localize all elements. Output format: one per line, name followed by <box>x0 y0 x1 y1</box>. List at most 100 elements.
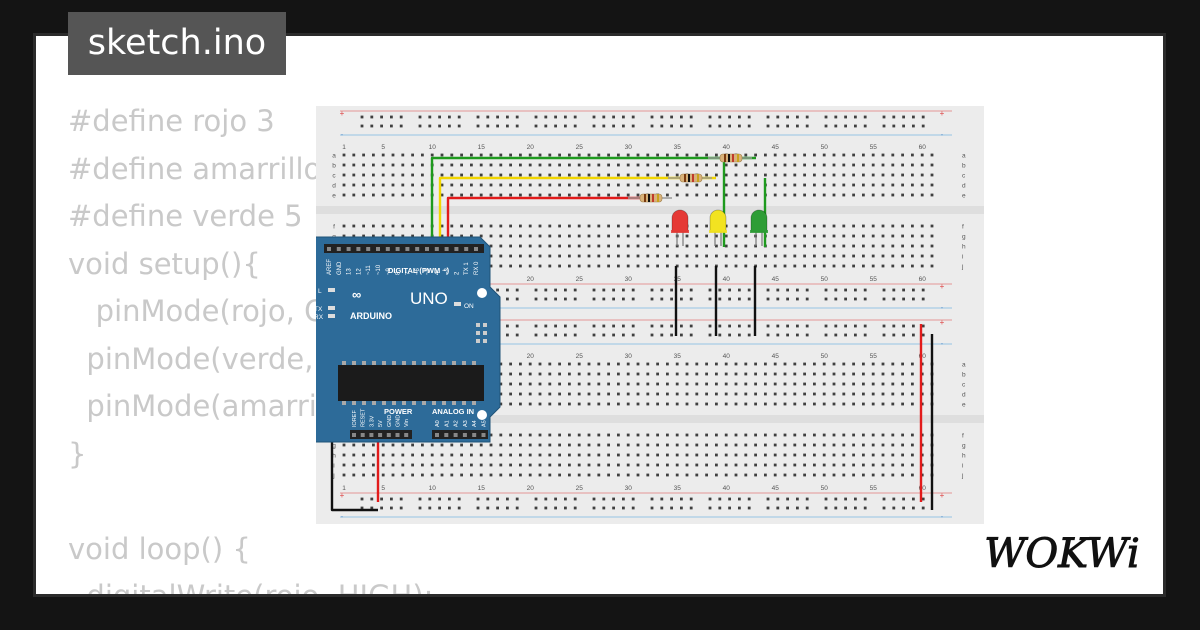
rail-hole <box>670 297 673 301</box>
resistor-yellow-band <box>688 174 690 182</box>
breadboard-hole <box>724 473 728 477</box>
column-number: 10 <box>429 144 437 151</box>
digital-pin <box>346 247 351 251</box>
breadboard-hole <box>920 173 924 177</box>
breadboard-hole <box>813 473 816 477</box>
breadboard-hole <box>626 234 630 238</box>
breadboard-hole <box>656 463 659 467</box>
breadboard-hole <box>342 453 346 457</box>
breadboard-hole <box>636 153 640 157</box>
chip-pin <box>432 361 436 365</box>
rail-hole <box>708 288 712 292</box>
rail-hole <box>544 297 548 301</box>
rail-hole <box>612 115 615 119</box>
breadboard-hole <box>519 382 522 386</box>
breadboard-hole <box>646 382 650 386</box>
row-letter: d <box>332 183 336 190</box>
rail-hole <box>796 506 799 510</box>
breadboard-hole <box>391 173 395 177</box>
breadboard-hole <box>479 473 483 477</box>
rail-hole <box>564 115 567 119</box>
breadboard-hole <box>538 473 542 477</box>
breadboard-hole <box>342 463 346 467</box>
breadboard-hole <box>636 443 640 447</box>
breadboard-hole <box>705 392 708 396</box>
rail-hole <box>631 124 635 128</box>
breadboard-hole <box>362 193 365 197</box>
breadboard-hole <box>636 382 640 386</box>
breadboard-hole <box>391 193 395 197</box>
rail-hole <box>708 115 712 119</box>
breadboard-hole <box>558 163 561 167</box>
breadboard-hole <box>626 473 630 477</box>
circuit-diagram: +-+-+-+-11551010151520202525303035354040… <box>316 106 984 524</box>
breadboard-hole <box>352 463 356 467</box>
breadboard-hole <box>450 153 454 157</box>
rail-hole <box>902 324 905 328</box>
breadboard-hole <box>656 254 659 258</box>
breadboard-hole <box>881 372 885 376</box>
code-line: digitalWrite(rojo, HIGH); <box>68 579 434 597</box>
rail-hole <box>747 115 751 119</box>
rail-hole <box>863 506 867 510</box>
breadboard-hole <box>901 224 904 228</box>
file-tab[interactable]: sketch.ino <box>68 12 286 75</box>
resistor-green-band <box>728 154 730 162</box>
breadboard-hole <box>832 193 836 197</box>
breadboard-hole <box>538 433 542 437</box>
breadboard-hole <box>411 183 414 187</box>
rail-hole <box>882 288 886 292</box>
rail-hole <box>360 497 364 501</box>
chip-pin <box>472 401 476 405</box>
breadboard-hole <box>626 173 630 177</box>
breadboard-hole <box>362 183 365 187</box>
breadboard-hole <box>666 362 669 366</box>
breadboard-hole <box>352 443 356 447</box>
digital-pin <box>336 247 341 251</box>
breadboard-hole <box>607 443 610 447</box>
breadboard-hole <box>626 153 630 157</box>
breadboard-hole <box>862 244 865 248</box>
breadboard-hole <box>558 254 561 258</box>
breadboard-hole <box>666 244 669 248</box>
breadboard-hole <box>617 382 620 386</box>
rail-hole <box>670 115 673 119</box>
breadboard-hole <box>577 153 581 157</box>
resistor-green-band <box>737 154 739 162</box>
breadboard-hole <box>724 433 728 437</box>
breadboard-hole <box>911 193 914 197</box>
breadboard-hole <box>577 193 581 197</box>
breadboard-hole <box>519 453 522 457</box>
breadboard-hole <box>479 453 483 457</box>
breadboard-hole <box>430 473 434 477</box>
breadboard-hole <box>705 402 708 406</box>
rail-hole <box>622 115 625 119</box>
digital-pin <box>395 247 400 251</box>
rail-hole <box>428 506 432 510</box>
breadboard-hole <box>538 254 542 258</box>
row-letter: d <box>962 392 966 399</box>
digital-pin-label: ~9 <box>386 267 392 275</box>
breadboard-hole <box>862 234 865 238</box>
breadboard-hole <box>754 473 757 477</box>
rail-hole <box>631 333 635 337</box>
rail-hole <box>399 497 403 501</box>
breadboard-hole <box>528 264 532 268</box>
breadboard-hole <box>695 234 699 238</box>
wokwi-logo: WOKWi <box>984 531 1141 578</box>
breadboard-hole <box>401 234 405 238</box>
breadboard-hole <box>744 392 748 396</box>
rail-hole <box>573 497 577 501</box>
breadboard-hole <box>783 234 787 238</box>
rail-hole <box>912 324 915 328</box>
rail-hole <box>650 506 654 510</box>
breadboard-hole <box>675 362 679 366</box>
rail-hole <box>438 497 441 501</box>
board-brand: ARDUINO <box>350 311 392 321</box>
breadboard-hole <box>852 234 855 238</box>
breadboard-hole <box>646 163 650 167</box>
rail-hole <box>718 297 722 301</box>
rail-hole <box>680 333 683 337</box>
rail-hole <box>834 324 838 328</box>
